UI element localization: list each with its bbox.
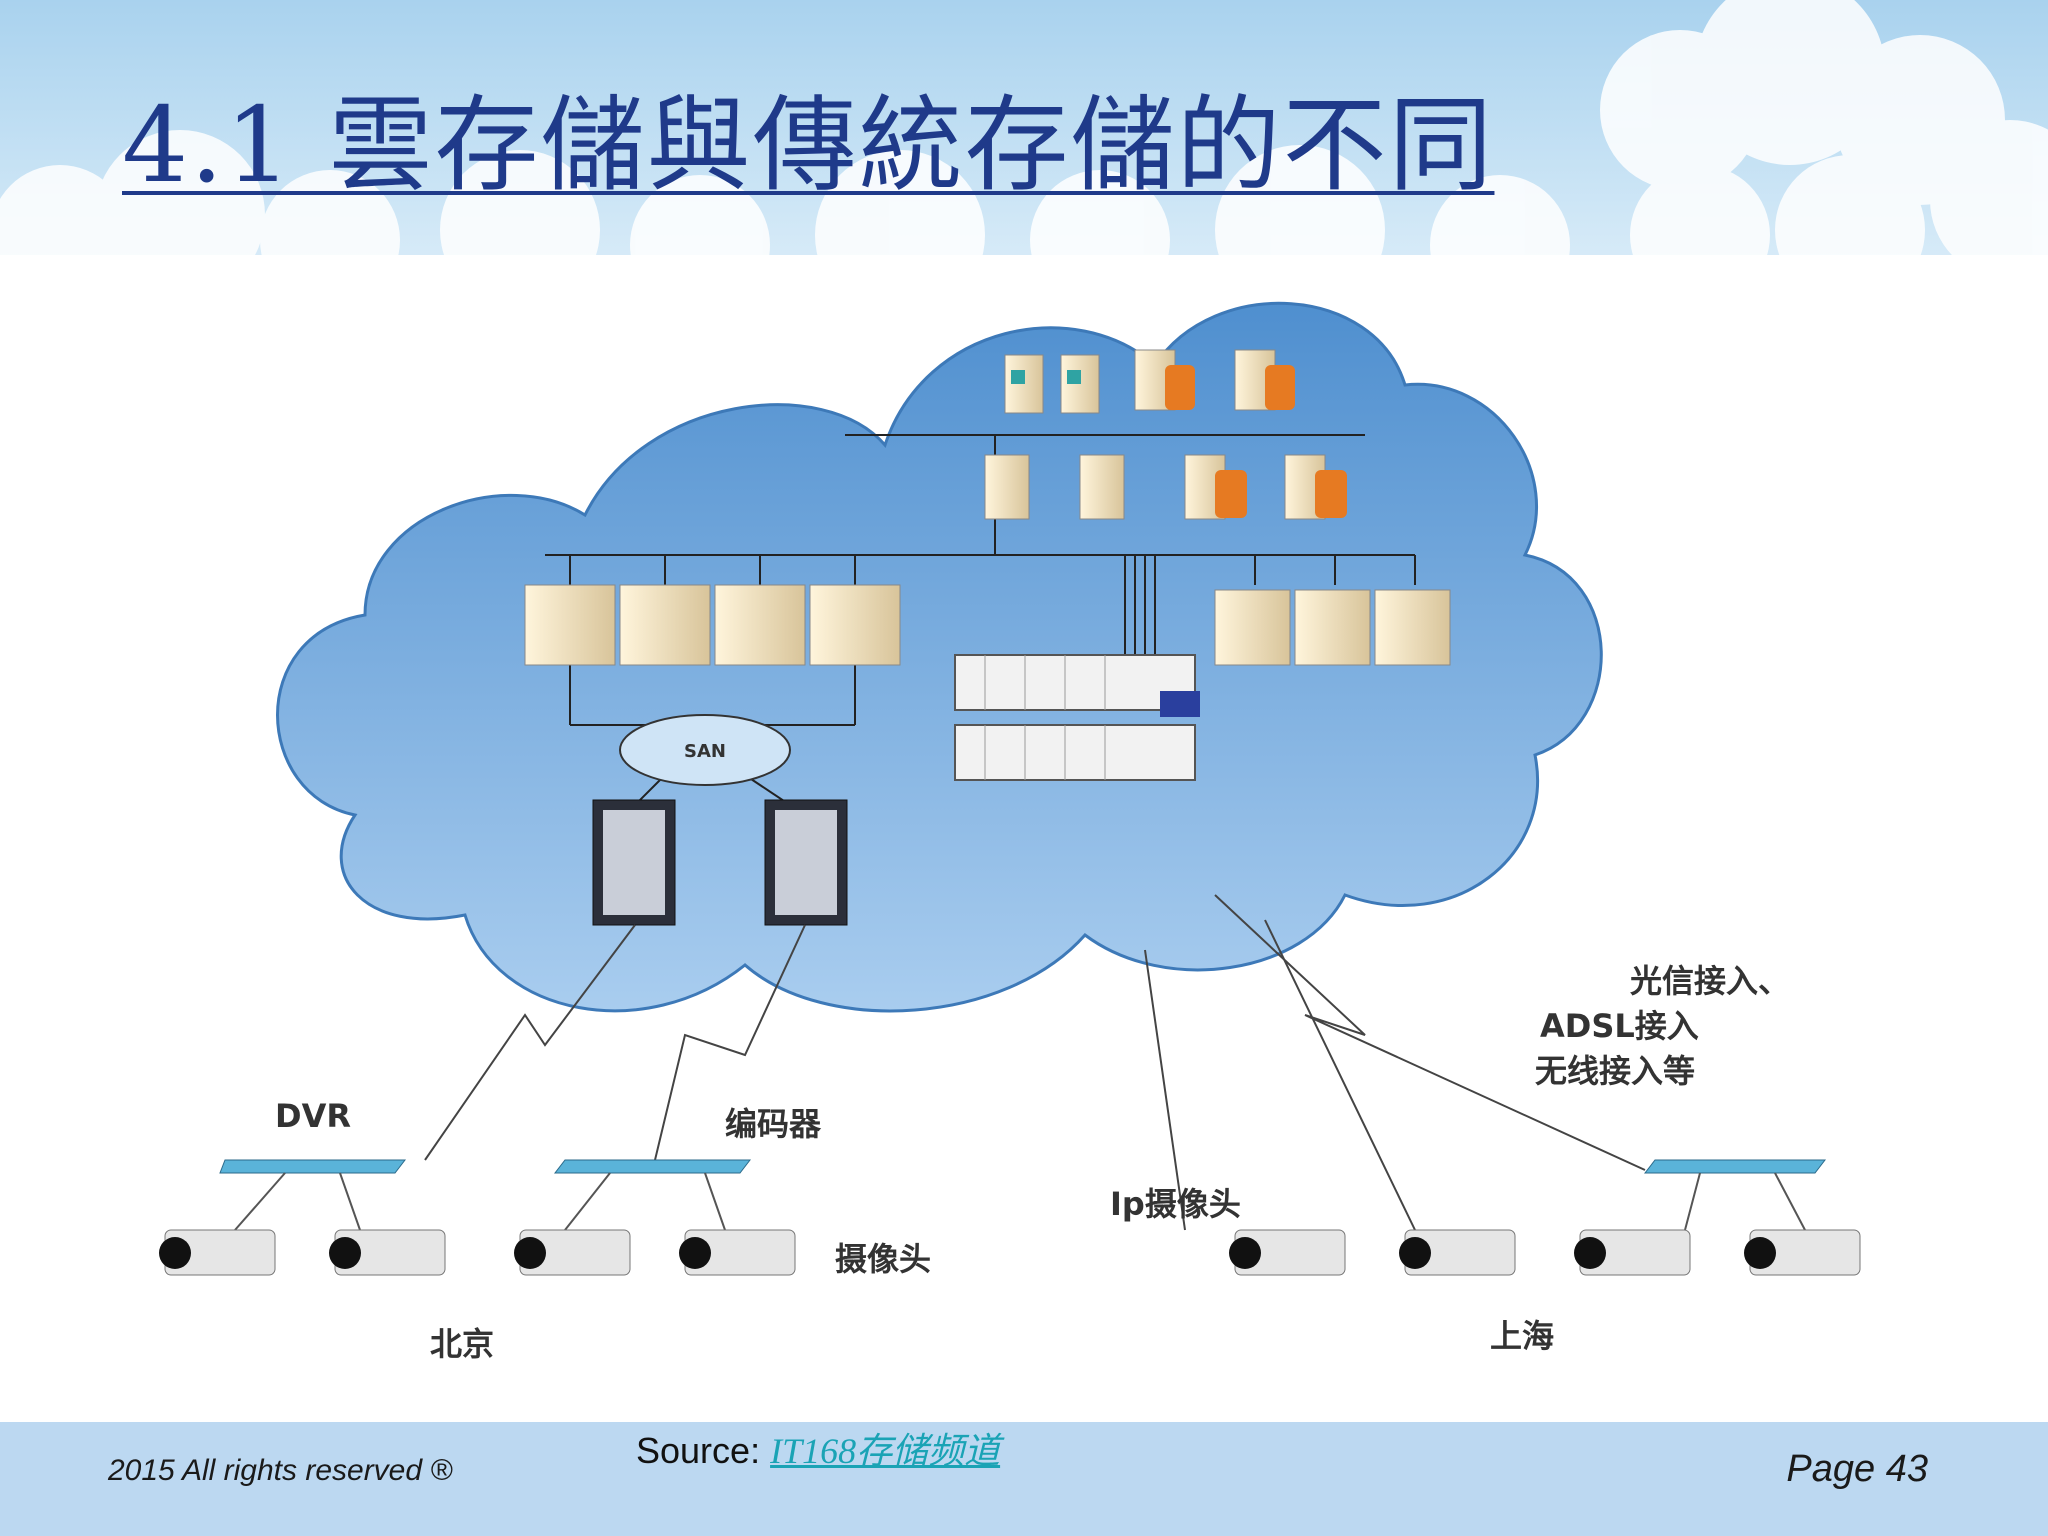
page-number: Page 43 [1786, 1448, 1928, 1490]
camera-icon [1574, 1229, 1691, 1276]
label-dvr: DVR [275, 1097, 351, 1135]
storage-icon [1184, 454, 1247, 520]
label-access-line1: 光信接入、 [1630, 962, 1790, 1000]
camera-icon [1229, 1229, 1346, 1276]
camera-icon [679, 1229, 796, 1276]
wireless-links [424, 894, 1646, 1231]
network-diagram: SAN [125, 255, 1935, 1423]
slide-title: 4.1 雲存儲與傳統存儲的不同 [122, 84, 1495, 206]
server-icon [714, 584, 806, 666]
label-beijing: 北京 [430, 1325, 494, 1363]
server-icon [1004, 354, 1044, 414]
label-access-line2: ADSL接入 [1540, 1007, 1699, 1045]
switch-icon [219, 1159, 407, 1174]
camera-icon [514, 1229, 631, 1276]
san-label: SAN [684, 741, 726, 762]
source-link[interactable]: IT168存储频道 [770, 1431, 1001, 1471]
server-row-top [1004, 349, 1295, 414]
disk-array-icon [954, 654, 1200, 781]
server-icon [1294, 589, 1371, 666]
san-cloud: SAN [619, 714, 791, 786]
server-icon [1374, 589, 1451, 666]
camera-links [234, 1172, 1806, 1231]
switch-icon [1643, 1159, 1827, 1174]
storage-icon [1234, 349, 1295, 411]
camera-icon [159, 1229, 276, 1276]
copyright-text: 2015 All rights reserved ® [108, 1454, 453, 1487]
rack-icon [592, 799, 676, 926]
server-icon [1060, 354, 1100, 414]
server-icon [809, 584, 901, 666]
server-row-right [1214, 589, 1451, 666]
label-ip-camera: Ip摄像头 [1110, 1185, 1241, 1223]
server-icon [984, 454, 1030, 520]
rack-icon [764, 799, 848, 926]
server-icon [1079, 454, 1125, 520]
storage-icon [1284, 454, 1347, 520]
source-prefix: Source: [636, 1430, 771, 1471]
camera-icon [329, 1229, 446, 1276]
camera-row [159, 1229, 1861, 1276]
storage-icon [1134, 349, 1195, 411]
label-encoder: 编码器 [725, 1105, 822, 1143]
footer-band [0, 1422, 2048, 1536]
label-access-line3: 无线接入等 [1535, 1052, 1695, 1090]
label-camera: 摄像头 [835, 1240, 931, 1278]
camera-icon [1744, 1229, 1861, 1276]
server-row-left [524, 584, 901, 666]
server-icon [1214, 589, 1291, 666]
server-icon [619, 584, 711, 666]
server-row-middle [984, 454, 1347, 520]
source-credit: Source: IT168存储频道 [636, 1422, 1000, 1474]
switch-icon [553, 1159, 752, 1174]
label-shanghai: 上海 [1490, 1317, 1554, 1355]
server-icon [524, 584, 616, 666]
camera-icon [1399, 1229, 1516, 1276]
diagram-canvas: SAN [159, 301, 1861, 1363]
